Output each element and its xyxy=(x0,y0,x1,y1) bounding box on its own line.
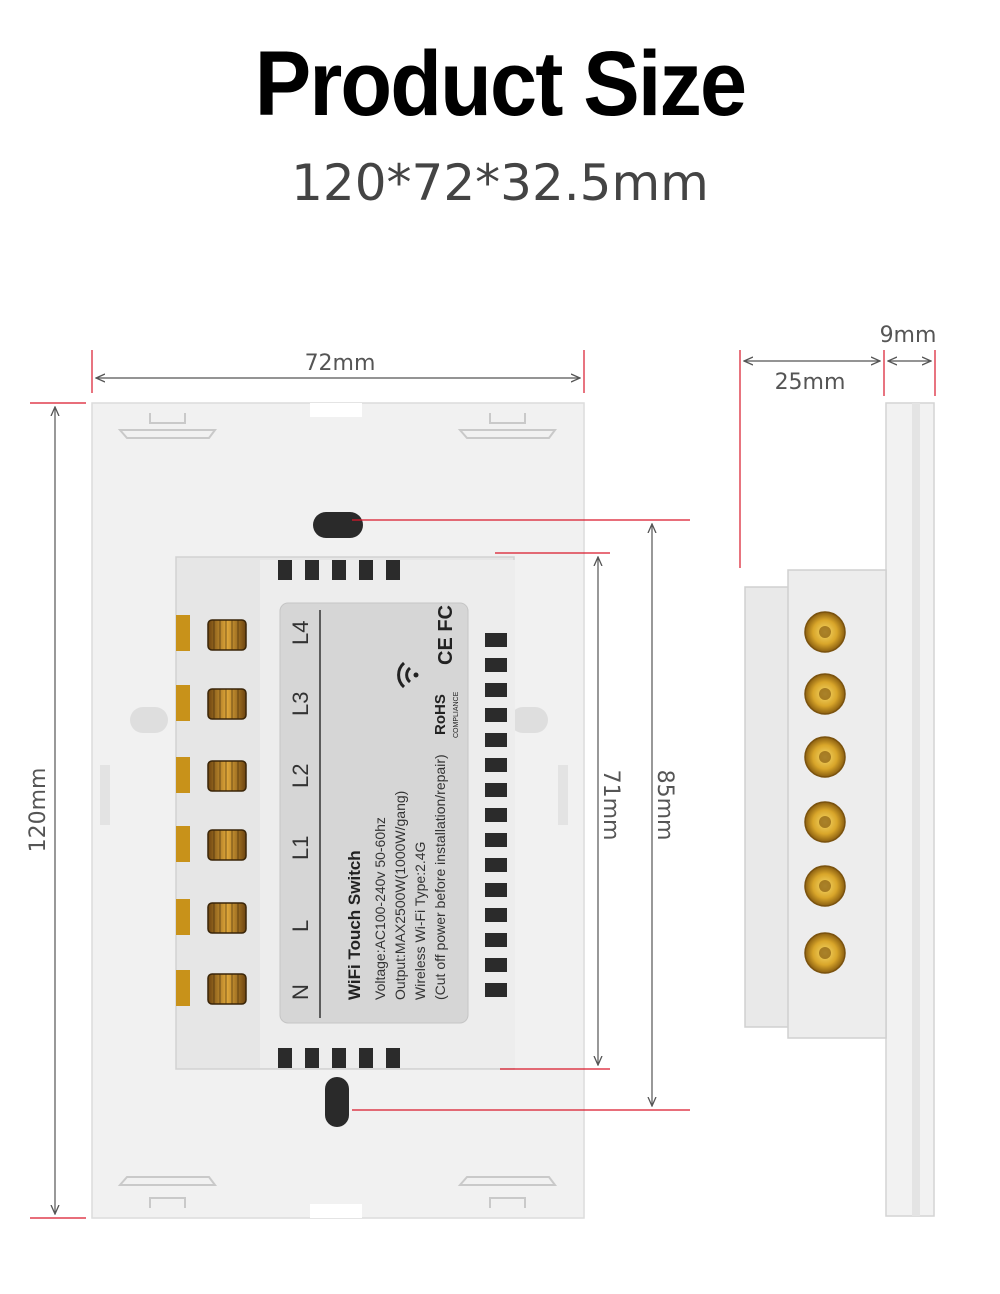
side-rear-block xyxy=(744,586,791,1028)
side-vents xyxy=(485,633,507,997)
top-notch xyxy=(310,403,362,417)
mount-slot-right xyxy=(510,707,548,733)
output-text: Output:MAX2500W(1000W/gang) xyxy=(392,791,408,1000)
corner-clips xyxy=(117,413,557,1208)
side-screws xyxy=(804,611,846,974)
side-tab-right xyxy=(558,765,568,825)
page-title: Product Size xyxy=(254,33,747,135)
mount-hole-top xyxy=(313,512,363,538)
voltage-text: Voltage:AC100-240v 50-60hz xyxy=(372,817,388,1000)
terminal-label-l4: L4 xyxy=(288,621,313,645)
certification-marks: CE FC xyxy=(435,605,457,665)
terminal-label-n: N xyxy=(288,984,313,1000)
terminal-label-l: L xyxy=(288,920,313,932)
page-subtitle: 120*72*32.5mm xyxy=(291,154,709,212)
wireless-text: Wireless Wi-Fi Type:2.4G xyxy=(412,842,428,1000)
side-tab-left xyxy=(100,765,110,825)
body-depth-dimension-label: 25mm xyxy=(775,370,846,395)
mount-hole-bottom xyxy=(325,1077,349,1127)
terminal-label-l3: L3 xyxy=(288,692,313,716)
mount-slot-left xyxy=(130,707,168,733)
side-panel xyxy=(885,402,935,1217)
bottom-vents xyxy=(278,1048,400,1068)
rohs-sub: COMPLIANCE xyxy=(453,691,460,738)
height-dimension-label: 120mm xyxy=(26,768,51,853)
panel-depth-dimension-label: 9mm xyxy=(880,323,937,348)
back-panel-view: N L L1 L2 L3 L4 WiFi Touch Switch Voltag… xyxy=(91,402,585,1219)
dimension-lines xyxy=(30,350,936,1219)
spec-label xyxy=(279,602,469,1024)
width-dimension-label: 72mm xyxy=(305,351,376,376)
warning-text: (Cut off power before installation/repai… xyxy=(432,754,448,1000)
mount-spacing-dimension-label: 85mm xyxy=(652,770,677,841)
terminal-label-l2: L2 xyxy=(288,764,313,788)
top-vents xyxy=(278,560,400,580)
wifi-icon xyxy=(397,661,419,689)
product-name: WiFi Touch Switch xyxy=(345,850,364,1000)
inner-height-dimension-label: 71mm xyxy=(598,770,623,841)
bottom-notch xyxy=(310,1204,362,1218)
terminal-coils xyxy=(176,615,247,1006)
side-view xyxy=(744,402,935,1217)
rohs-mark: RoHS xyxy=(432,694,449,735)
terminal-label-l1: L1 xyxy=(288,836,313,860)
